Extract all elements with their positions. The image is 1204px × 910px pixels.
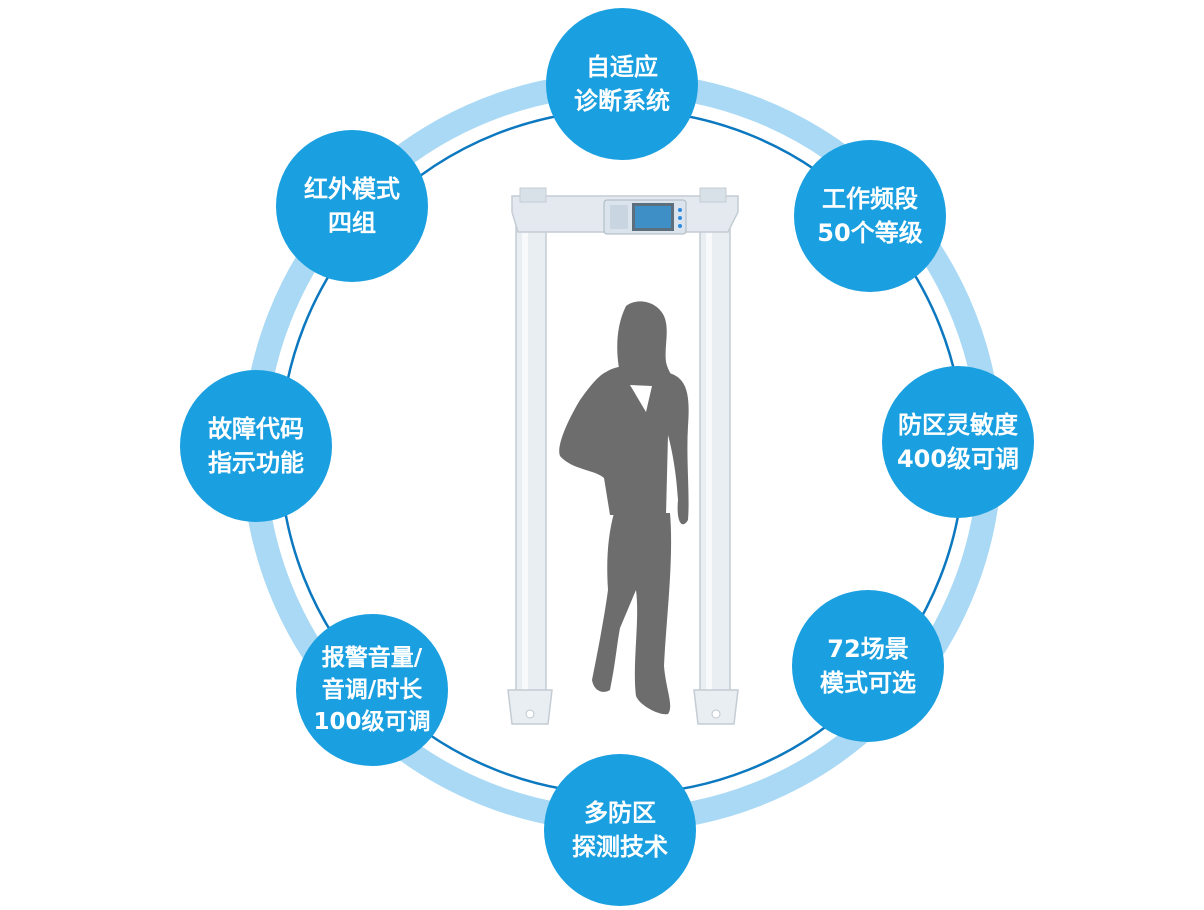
feature-label-line: 50个等级: [817, 219, 923, 247]
feature-label-line: 四组: [328, 209, 376, 237]
feature-label-line: 工作频段: [822, 185, 918, 213]
feature-infrared-modes: 红外模式四组: [276, 130, 428, 282]
feature-label-line: 探测技术: [572, 833, 668, 861]
person-silhouette-icon: [559, 301, 689, 715]
feature-frequency-levels: 工作频段 50个等级: [794, 140, 946, 292]
feature-label-line: 防区灵敏度: [898, 411, 1018, 439]
feature-label-line: 指示功能: [208, 449, 304, 477]
feature-label-line: 故障代码: [208, 415, 304, 443]
feature-fault-code: 故障代码指示功能: [180, 370, 332, 522]
feature-label-line: 100级可调: [313, 709, 431, 735]
feature-label-line: 自适应: [586, 53, 658, 81]
feature-adaptive-diagnosis: 自适应诊断系统: [546, 8, 698, 160]
metal-detector-gate-icon: [507, 187, 739, 725]
feature-label-line: 多防区: [584, 799, 656, 827]
feature-multi-zone: 多防区探测技术: [544, 754, 696, 906]
feature-zone-sensitivity: 防区灵敏度 400级可调: [882, 366, 1034, 518]
feature-label-line: 400级可调: [896, 445, 1020, 473]
feature-label-line: 72场景: [827, 635, 909, 663]
feature-label-line: 诊断系统: [574, 87, 670, 115]
feature-scene-modes: 72场景模式可选: [792, 590, 944, 742]
feature-alarm-volume: 报警音量/音调/时长 100级可调: [296, 614, 448, 766]
feature-label-line: 音调/时长: [321, 677, 423, 703]
feature-label-line: 模式可选: [820, 669, 916, 697]
feature-label-line: 报警音量/: [321, 645, 423, 671]
feature-label-line: 红外模式: [304, 175, 400, 203]
